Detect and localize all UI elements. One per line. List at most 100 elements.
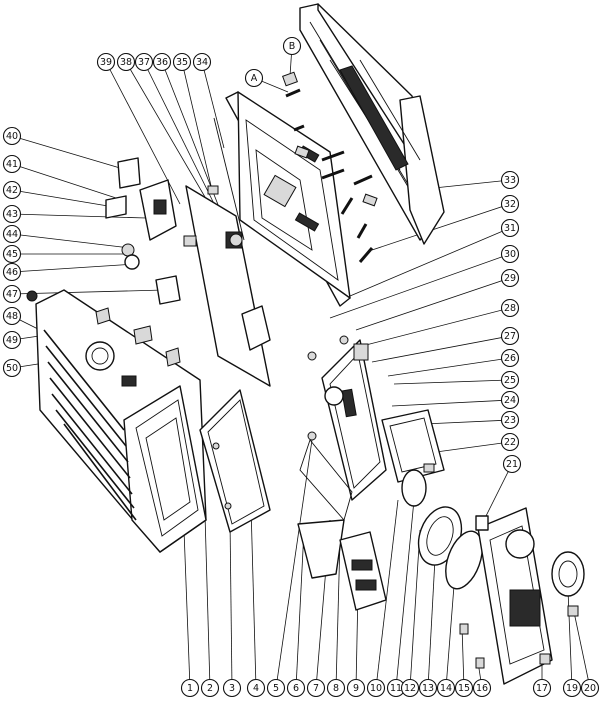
leader-line-11 [395, 499, 415, 689]
callout-31: 31 [500, 218, 520, 238]
callout-circle [2, 126, 22, 146]
callout-circle [500, 432, 520, 452]
callout-1: 1 [180, 678, 200, 698]
callout-circle [2, 306, 22, 326]
callout-b: B [282, 36, 302, 56]
callout-label: 47 [6, 289, 18, 300]
leader-line-35 [181, 61, 213, 191]
part-gasket-frame [199, 389, 271, 533]
leader-line-8 [335, 539, 341, 689]
callout-label: B [289, 41, 296, 52]
callout-label: 39 [100, 57, 112, 68]
leader-line-25 [393, 379, 511, 385]
callout-8: 8 [326, 678, 346, 698]
callout-label: 21 [506, 459, 518, 470]
callout-circle [500, 268, 520, 288]
leader-line-5 [275, 439, 313, 689]
callout-label: 14 [440, 683, 452, 694]
leader-line-43 [11, 213, 147, 219]
callout-label: 30 [504, 249, 516, 260]
callout-circle [562, 678, 582, 698]
leader-line-15 [461, 625, 465, 689]
callout-34: 34 [192, 52, 212, 72]
callout-16: 16 [472, 678, 492, 698]
callout-36: 36 [152, 52, 172, 72]
callout-circle [532, 678, 552, 698]
callout-41: 41 [2, 154, 22, 174]
leader-line-24 [391, 399, 511, 407]
callout-circle [246, 678, 266, 698]
callout-label: 36 [156, 57, 168, 68]
callout-22: 22 [500, 432, 520, 452]
part-pcb-plate [185, 117, 271, 387]
leader-line-42 [11, 189, 109, 207]
leader-line-27 [371, 335, 511, 363]
callout-label: 12 [404, 683, 416, 694]
callout-47: 47 [2, 284, 22, 304]
callout-label: 50 [6, 363, 18, 374]
leader-line-34 [201, 61, 225, 149]
callout-30: 30 [500, 244, 520, 264]
leader-line-1 [183, 529, 191, 689]
callout-label: 4 [253, 683, 259, 694]
callout-circle [500, 370, 520, 390]
parts-artwork [26, 3, 585, 685]
callout-label: 27 [504, 331, 516, 342]
leader-line-20 [573, 611, 591, 689]
callout-circle [282, 36, 302, 56]
leader-line-28 [361, 307, 511, 347]
callout-48: 48 [2, 306, 22, 326]
callout-35: 35 [172, 52, 192, 72]
callout-circle [500, 194, 520, 214]
callout-label: 37 [138, 57, 150, 68]
leader-line-33 [433, 179, 511, 189]
callout-44: 44 [2, 224, 22, 244]
callout-39: 39 [96, 52, 116, 72]
leader-line-3 [229, 519, 233, 689]
callout-circle [222, 678, 242, 698]
callout-7: 7 [306, 678, 326, 698]
part-center-assembly [297, 335, 445, 611]
callout-label: 7 [313, 683, 319, 694]
callout-10: 10 [366, 678, 386, 698]
callout-6: 6 [286, 678, 306, 698]
leader-line-26 [387, 357, 511, 377]
leader-line-44 [11, 233, 131, 249]
callout-label: 43 [6, 209, 18, 220]
callout-37: 37 [134, 52, 154, 72]
callout-label: A [251, 73, 258, 84]
callout-circle [2, 330, 22, 350]
callout-circle [2, 284, 22, 304]
leader-line-19 [567, 589, 573, 689]
callout-circle [500, 410, 520, 430]
callout-3: 3 [222, 678, 242, 698]
callout-circle [400, 678, 420, 698]
callout-40: 40 [2, 126, 22, 146]
callout-label: 16 [476, 683, 488, 694]
leader-line-41 [11, 163, 117, 199]
callout-label: 24 [504, 395, 516, 406]
callout-label: 31 [504, 223, 516, 234]
callout-circle [286, 678, 306, 698]
callout-32: 32 [500, 194, 520, 214]
callout-24: 24 [500, 390, 520, 410]
callout-label: 19 [566, 683, 578, 694]
part-small-components [105, 157, 197, 305]
callout-4: 4 [246, 678, 266, 698]
callout-label: 5 [273, 683, 279, 694]
part-lower-right [401, 469, 585, 685]
leader-line-6 [295, 529, 305, 689]
callout-circle [200, 678, 220, 698]
leader-line-23 [423, 419, 511, 425]
callout-circle [346, 678, 366, 698]
callout-label: 25 [504, 375, 516, 386]
callout-circle [500, 218, 520, 238]
callout-label: 1 [187, 683, 193, 694]
callout-circle [500, 390, 520, 410]
leader-line-21 [483, 463, 513, 521]
callout-label: 20 [584, 683, 596, 694]
callout-circle [500, 298, 520, 318]
callout-a: A [244, 68, 264, 88]
callout-circle [2, 224, 22, 244]
